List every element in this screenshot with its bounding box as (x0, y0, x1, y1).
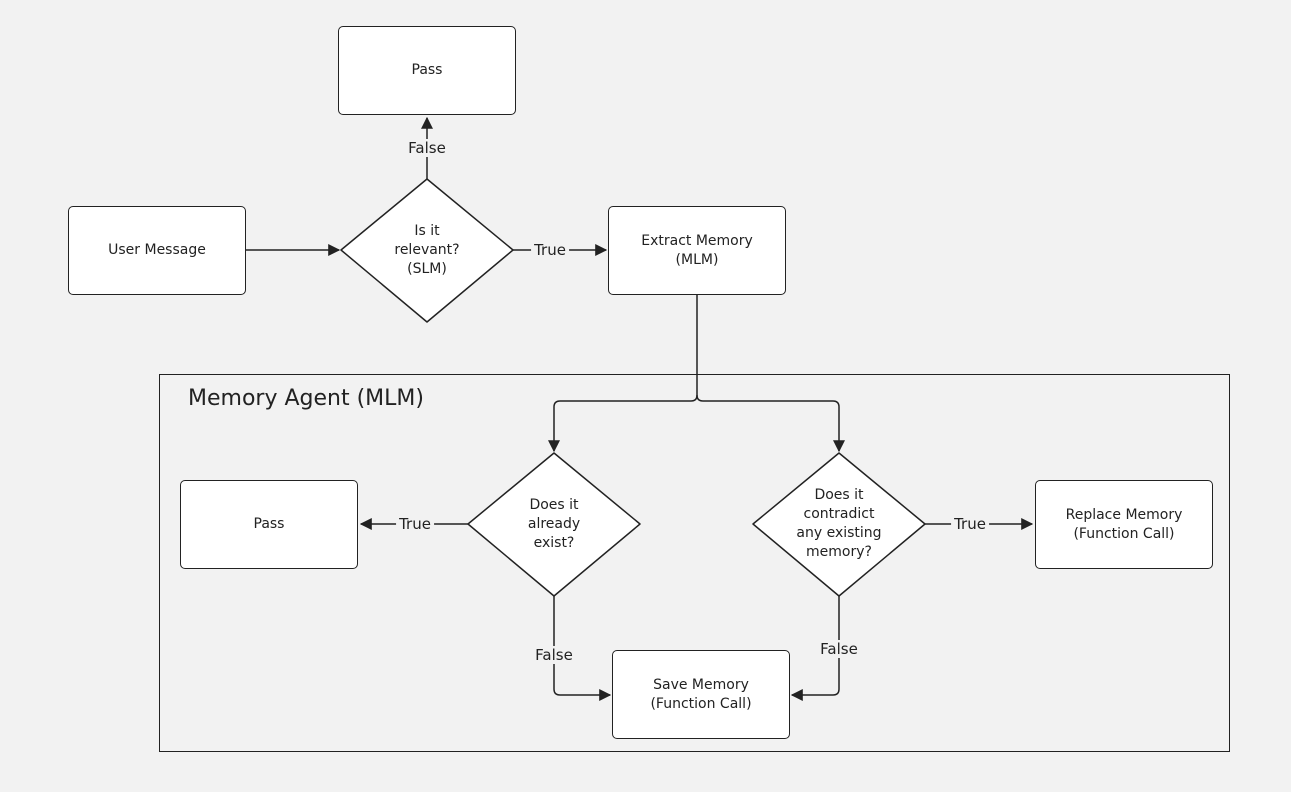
exists-check-label: Does it already exist? (527, 496, 581, 551)
user-message-label: User Message (108, 242, 206, 258)
edge-contradict-false (790, 596, 840, 701)
edge-label-relevance-false: False (405, 139, 449, 157)
contradict-check-text: Does it contradict any existing memory? (773, 474, 905, 574)
save-memory-node: Save Memory (Function Call) (612, 650, 790, 739)
replace-memory-label: Replace Memory (Function Call) (1065, 506, 1183, 542)
pass-top-node: Pass (338, 26, 516, 115)
edge-extract-to-exists (548, 394, 698, 453)
memory-agent-group-title: Memory Agent (MLM) (188, 386, 424, 411)
exists-check-text: Does it already exist? (493, 484, 615, 564)
relevance-check-text: Is it relevant? (SLM) (366, 210, 488, 290)
edge-label-exists-false: False (532, 646, 576, 664)
edge-exists-false (553, 596, 612, 701)
replace-memory-node: Replace Memory (Function Call) (1035, 480, 1213, 569)
memory-agent-group (159, 374, 1230, 752)
extract-memory-label: Extract Memory (MLM) (641, 232, 753, 268)
edge-label-contradict-false: False (817, 640, 861, 658)
relevance-check-diamond (340, 178, 514, 323)
edge-extract-to-contradict (696, 394, 845, 453)
edge-label-relevance-true: True (531, 241, 569, 259)
save-memory-label: Save Memory (Function Call) (650, 676, 752, 712)
edge-label-exists-true: True (396, 515, 434, 533)
pass-left-label: Pass (253, 516, 285, 532)
user-message-node: User Message (68, 206, 246, 295)
pass-left-node: Pass (180, 480, 358, 569)
contradict-check-label: Does it contradict any existing memory? (796, 487, 882, 560)
pass-top-label: Pass (411, 62, 443, 78)
edge-label-contradict-true: True (951, 515, 989, 533)
extract-memory-node: Extract Memory (MLM) (608, 206, 786, 295)
relevance-check-label: Is it relevant? (SLM) (394, 222, 460, 277)
